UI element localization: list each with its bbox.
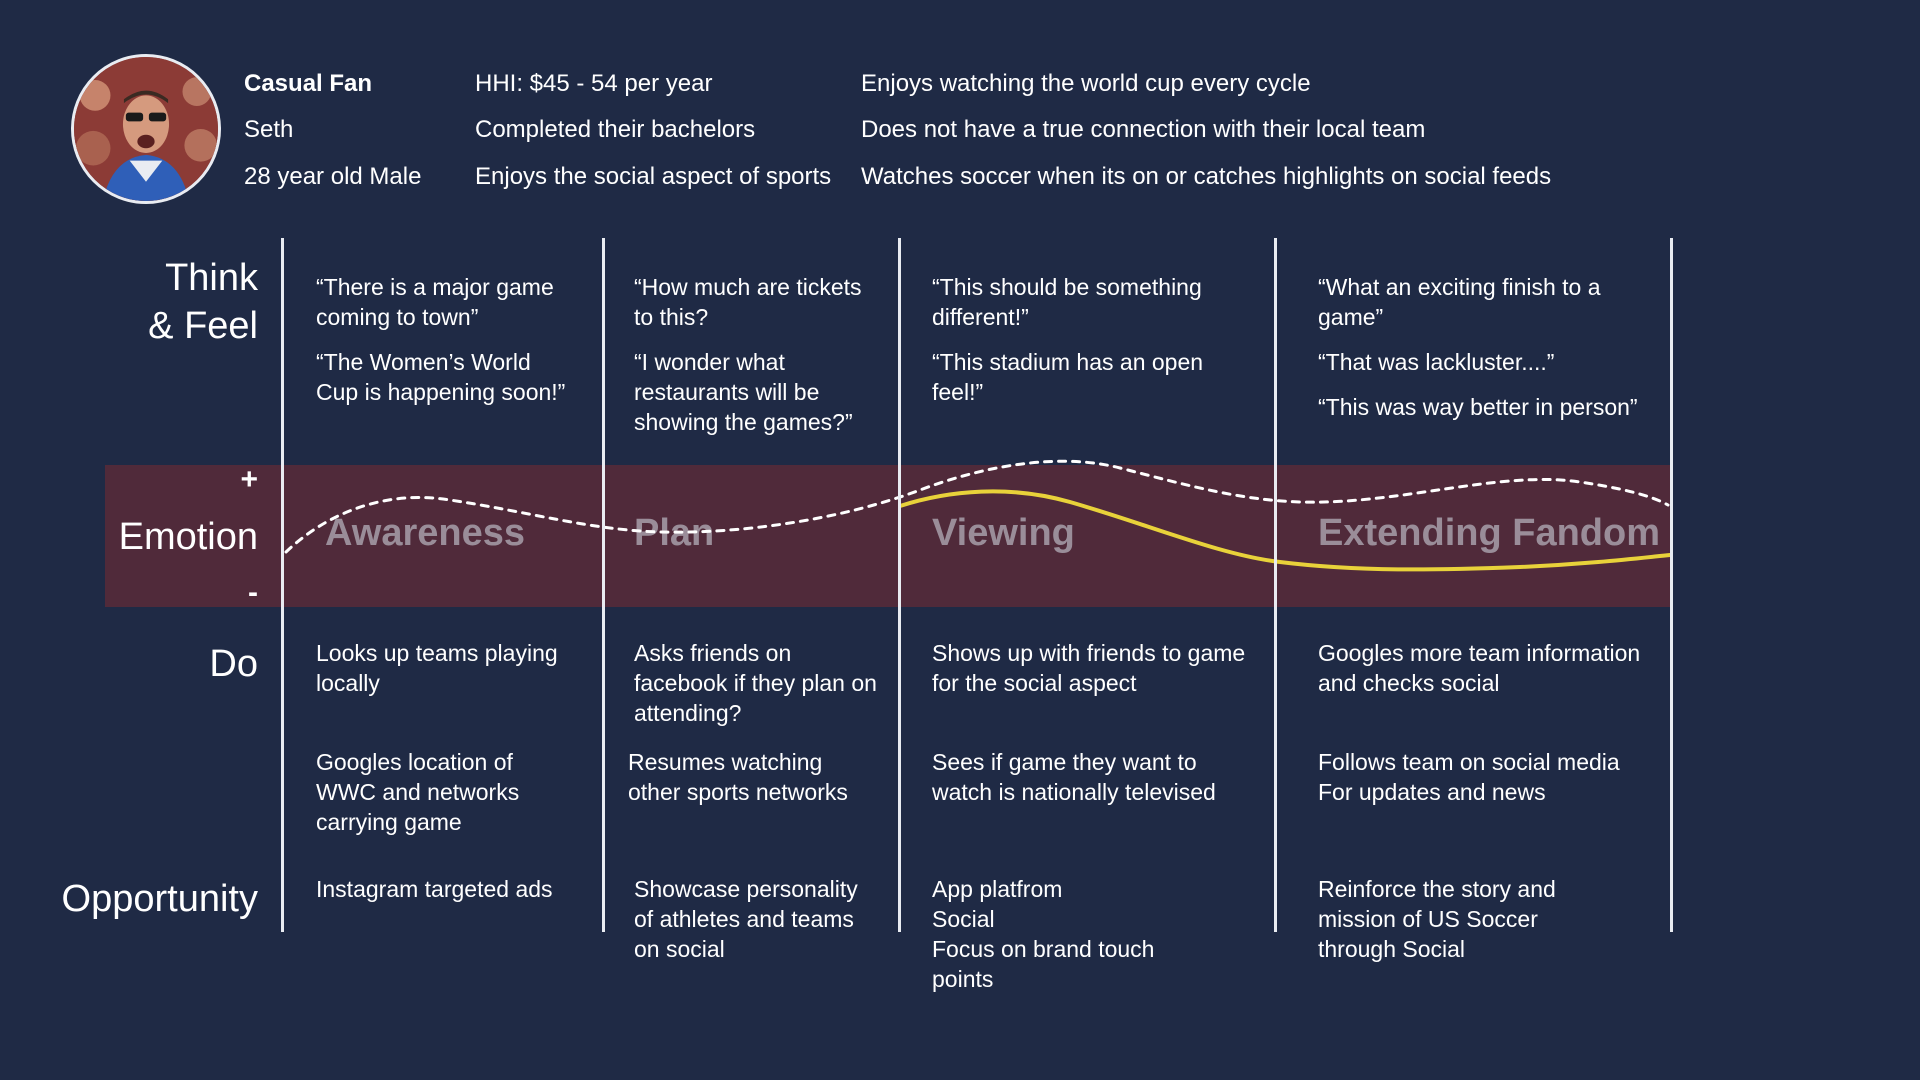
row-label-emotion: Emotion xyxy=(118,516,258,558)
do-item-awareness: Googles location of WWC and networks car… xyxy=(316,749,520,835)
opportunity-line: Focus on brand touch points xyxy=(932,936,1155,992)
think-quote: “How much are tickets to this? xyxy=(634,274,862,330)
opportunity-awareness: Instagram targeted ads xyxy=(316,876,553,902)
think-quote: “The Women’s World Cup is happening soon… xyxy=(316,349,566,405)
persona-segment: Casual Fan xyxy=(244,70,373,97)
persona-behavior: Watches soccer when its on or catches hi… xyxy=(861,163,1552,190)
column-divider xyxy=(1274,238,1277,932)
persona-attribute: Enjoys the social aspect of sports xyxy=(475,163,832,190)
persona-avatar xyxy=(71,54,221,204)
persona-age-gender: 28 year old Male xyxy=(244,163,422,190)
do-item-awareness: Looks up teams playing locally xyxy=(316,640,558,696)
row-label-do: Do xyxy=(209,643,258,685)
think-cell-awareness: “There is a major game coming to town” “… xyxy=(316,272,576,407)
opportunity-extending-fandom: Reinforce the story and mission of US So… xyxy=(1318,876,1556,962)
opportunity-line: App platfrom xyxy=(932,876,1063,902)
think-quote: “I wonder what restaurants will be showi… xyxy=(634,349,853,435)
opportunity-viewing: App platfrom Social Focus on brand touch… xyxy=(932,874,1192,994)
column-divider xyxy=(898,238,901,932)
persona-attribute: Completed their bachelors xyxy=(475,116,756,143)
emotion-positive-marker: + xyxy=(240,463,258,496)
stage-name-viewing: Viewing xyxy=(932,512,1075,554)
think-quote: “This stadium has an open feel!” xyxy=(932,349,1204,405)
persona-behavior: Does not have a true connection with the… xyxy=(861,116,1426,143)
row-label-feel: & Feel xyxy=(148,305,258,347)
think-quote: “There is a major game coming to town” xyxy=(316,274,554,330)
opportunity-plan: Showcase personality of athletes and tea… xyxy=(634,876,858,962)
do-item-viewing: Shows up with friends to game for the so… xyxy=(932,640,1246,696)
do-item-plan: Asks friends on facebook if they plan on… xyxy=(634,640,877,726)
think-quote: “What an exciting finish to a game” xyxy=(1318,274,1601,330)
row-label-opportunity: Opportunity xyxy=(61,878,258,920)
do-item-plan: Resumes watching other sports networks xyxy=(628,749,848,805)
row-label-think: Think xyxy=(165,257,258,299)
think-quote: “This was way better in person” xyxy=(1318,394,1638,420)
do-item-viewing: Sees if game they want to watch is natio… xyxy=(932,749,1216,805)
emotion-negative-marker: - xyxy=(248,576,258,609)
column-divider xyxy=(281,238,284,932)
stage-name-plan: Plan xyxy=(634,512,715,554)
think-cell-extending-fandom: “What an exciting finish to a game” “Tha… xyxy=(1318,272,1648,422)
stage-name-awareness: Awareness xyxy=(325,512,525,554)
persona-photo-icon xyxy=(74,57,218,201)
persona-attribute: HHI: $45 - 54 per year xyxy=(475,70,713,97)
stage-name-extending-fandom: Extending Fandom xyxy=(1318,512,1660,554)
do-item-extending-fandom: Follows team on social media For updates… xyxy=(1318,749,1620,805)
column-divider xyxy=(602,238,605,932)
persona-behavior: Enjoys watching the world cup every cycl… xyxy=(861,70,1311,97)
think-cell-viewing: “This should be something different!” “T… xyxy=(932,272,1232,407)
persona-name: Seth xyxy=(244,116,294,143)
do-item-extending-fandom: Googles more team information and checks… xyxy=(1318,640,1641,696)
think-quote: “This should be something different!” xyxy=(932,274,1202,330)
opportunity-line: Social xyxy=(932,906,995,932)
think-quote: “That was lackluster....” xyxy=(1318,349,1555,375)
column-divider xyxy=(1670,238,1673,932)
think-cell-plan: “How much are tickets to this? “I wonder… xyxy=(634,272,874,437)
